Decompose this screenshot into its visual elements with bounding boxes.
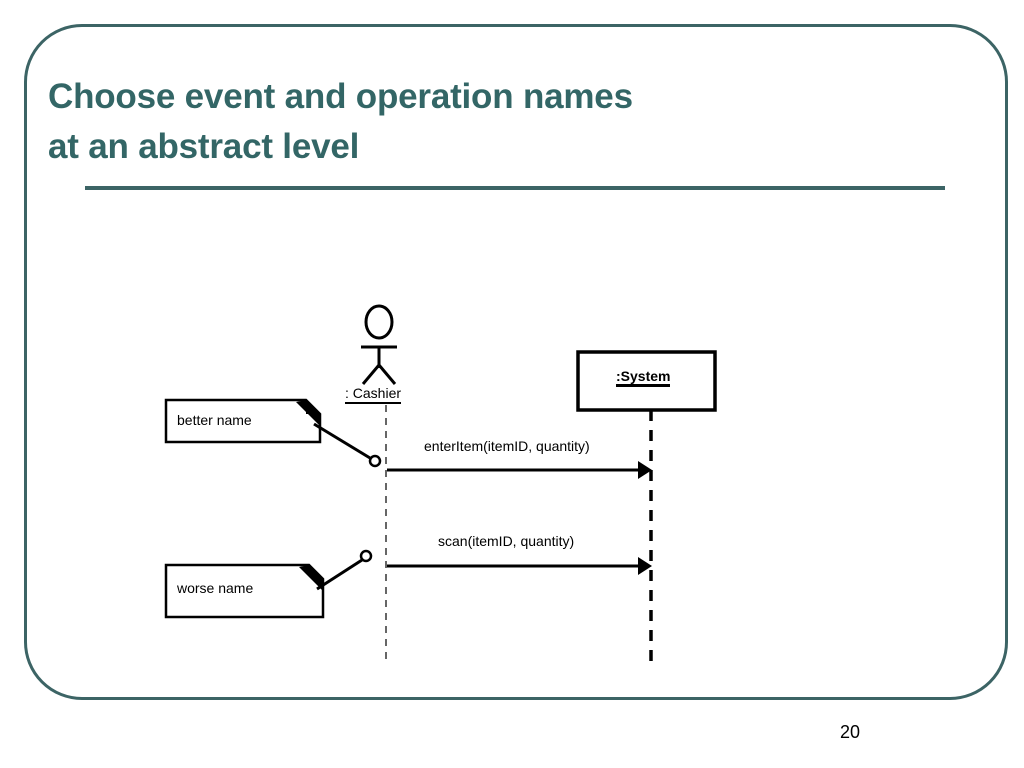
- title-divider: [85, 186, 945, 190]
- page-title-line-1: Choose event and operation names: [48, 77, 633, 116]
- note-worse-name-label: worse name: [177, 580, 254, 596]
- message-label-scan: scan(itemID, quantity): [438, 533, 575, 549]
- note-better-name-label: better name: [177, 412, 252, 428]
- page-title-line-2: at an abstract level: [48, 126, 360, 166]
- actor-label: : Cashier: [345, 385, 402, 404]
- message-label-enteritem: enterItem(itemID, quantity): [424, 438, 590, 454]
- system-label: :System: [616, 368, 671, 387]
- page-title: Choose event and operation names at an a…: [48, 72, 928, 171]
- page-number: 20: [840, 722, 861, 742]
